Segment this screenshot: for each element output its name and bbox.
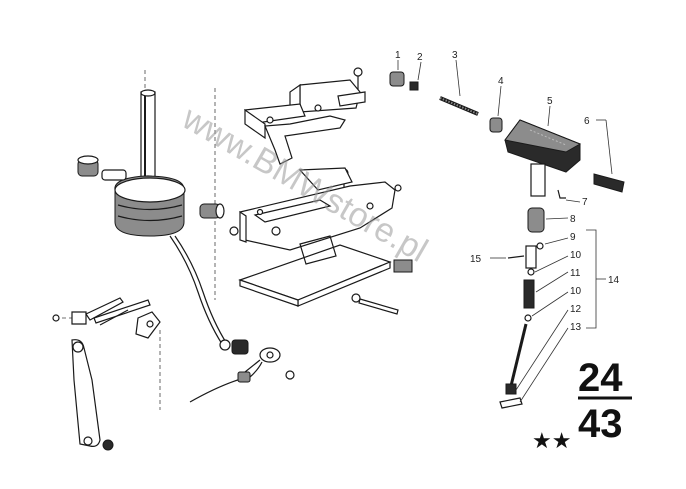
callout-11: 11 <box>570 268 581 279</box>
shift-handle-assembly <box>389 59 625 409</box>
link-rod-eye <box>244 347 281 373</box>
part-5-t-handle <box>504 105 582 197</box>
mounting-bracket-lower <box>229 167 413 307</box>
bushing-left <box>77 155 127 181</box>
callout-9: 9 <box>570 232 576 243</box>
part-9 <box>536 242 544 250</box>
callout-5: 5 <box>547 96 553 107</box>
part-7 <box>557 189 566 199</box>
callout-13: 13 <box>570 322 582 333</box>
part-2 <box>409 81 419 91</box>
callout-4: 4 <box>498 76 504 87</box>
part-4 <box>489 117 503 133</box>
part-6 <box>593 119 625 193</box>
rating-stars: ★★ <box>532 428 571 453</box>
page-code-bottom: 43 <box>578 402 623 446</box>
gear-lever-assembly <box>77 70 295 410</box>
callout-15: 15 <box>470 254 482 265</box>
bushing-right <box>199 203 225 219</box>
part-11-spring <box>523 271 569 309</box>
part-1 <box>389 71 405 87</box>
page-code: 24 43 ★★ <box>532 356 632 453</box>
callout-10a: 10 <box>570 250 582 261</box>
mounting-bracket-upper <box>244 67 366 165</box>
callout-1: 1 <box>395 50 401 61</box>
callout-labels: 1 2 3 4 5 6 7 8 9 10 11 10 12 13 14 15 <box>395 50 620 333</box>
part-15 <box>507 255 525 259</box>
part-3-spring <box>439 59 479 116</box>
callout-6: 6 <box>584 116 590 127</box>
page-code-top: 24 <box>578 356 623 400</box>
bolt-center <box>351 293 399 315</box>
callout-8: 8 <box>570 214 576 225</box>
callout-7: 7 <box>582 197 588 208</box>
callout-3: 3 <box>452 50 458 61</box>
part-8 <box>527 207 545 233</box>
selector-linkage <box>52 297 161 451</box>
callout-10b: 10 <box>570 286 582 297</box>
callout-12: 12 <box>570 304 582 315</box>
callout-2: 2 <box>417 52 423 63</box>
callout-14: 14 <box>608 275 620 286</box>
